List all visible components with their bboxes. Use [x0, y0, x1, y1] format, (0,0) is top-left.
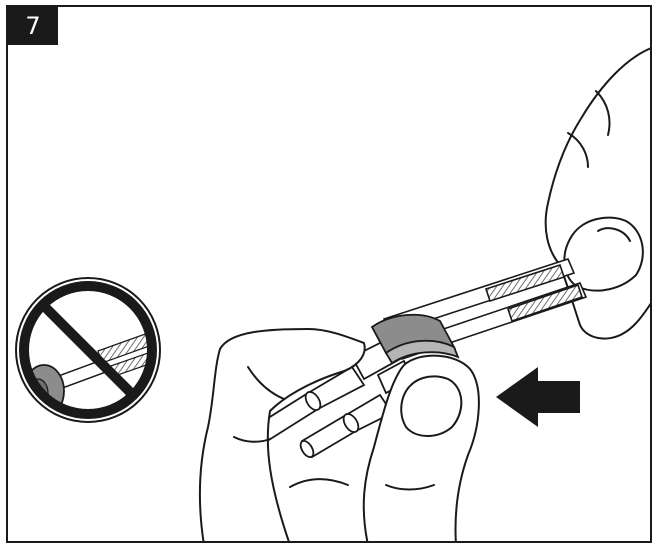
- assembly-illustration: [8, 7, 652, 543]
- push-direction-arrow-icon: [496, 367, 580, 427]
- step-number-badge: 7: [8, 7, 58, 45]
- instruction-panel: 7: [6, 5, 652, 543]
- prohibited-sign-icon: [16, 278, 160, 422]
